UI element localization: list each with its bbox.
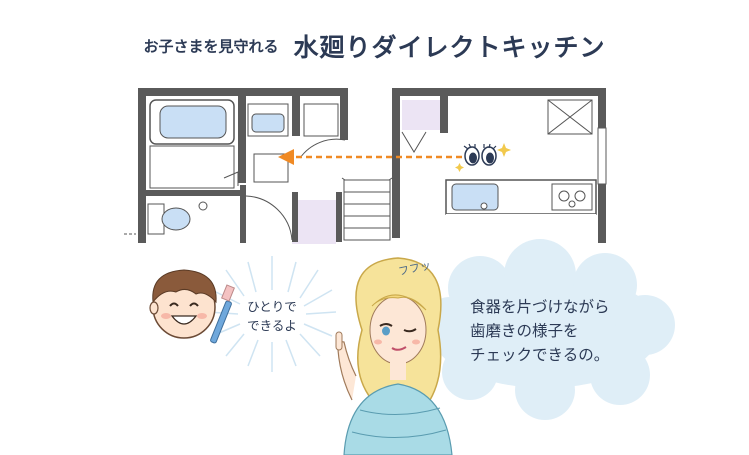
page-subtitle: お子さまを見守れる <box>143 37 279 56</box>
child-speech-line-2: できるよ <box>247 318 297 333</box>
door-swing-1 <box>299 138 346 159</box>
woman-speech-line-1: 食器を片づけながら <box>470 298 610 316</box>
wall-wash <box>292 88 300 136</box>
washing-machine <box>303 103 339 137</box>
toothbrush-icon <box>210 284 235 344</box>
wall-corridor-b <box>392 88 400 238</box>
door-swing-2 <box>245 195 293 241</box>
sunburst <box>207 256 337 372</box>
bath-door <box>223 171 239 186</box>
bath-floor <box>149 145 235 189</box>
bathtub-basin <box>159 105 227 139</box>
page-title-row: お子さまを見守れる 水廻りダイレクトキッチン <box>0 28 749 64</box>
fridge-cross-b <box>547 99 593 135</box>
window-right <box>597 127 607 185</box>
wall-toilet-right <box>240 185 246 243</box>
stove <box>551 183 593 211</box>
kitchen-floor <box>446 214 596 242</box>
wall-left <box>138 88 146 243</box>
wall-hall <box>292 192 298 242</box>
wall-bath <box>238 88 246 183</box>
toilet-bowl <box>161 207 191 231</box>
page-title: 水廻りダイレクトキッチン <box>293 33 606 62</box>
floor-plan <box>124 88 607 244</box>
woman-figure <box>335 257 453 455</box>
closet-floor <box>402 100 440 130</box>
child-speech-line-1: ひとりで <box>247 299 297 314</box>
child-speech: ひとりで できるよ <box>232 297 312 335</box>
closet-door <box>401 131 427 153</box>
child-face <box>149 269 217 339</box>
wall-hall-b <box>336 192 342 242</box>
burner-1 <box>558 190 570 202</box>
burner-3 <box>568 200 576 208</box>
woman-speech-line-2: 歯磨きの様子を <box>470 322 579 340</box>
hall-floor <box>292 200 336 244</box>
eyes-icon <box>455 143 511 172</box>
woman-speech: 食器を片づけながら 歯磨きの様子を チェックできるの。 <box>470 295 680 367</box>
wall-top-right <box>392 88 606 96</box>
wall-toilet-top <box>138 190 243 196</box>
washbasin <box>251 113 285 133</box>
toilet-paper <box>198 201 208 211</box>
arrowhead-icon <box>278 149 294 165</box>
wall-corridor-a <box>340 88 348 140</box>
burner-2 <box>574 190 586 202</box>
staircase <box>343 179 391 241</box>
sink-drain <box>480 202 488 210</box>
woman-speech-line-3: チェックできるの。 <box>470 346 610 364</box>
kitchen-sink <box>451 183 499 211</box>
wall-kitchen-a <box>440 88 448 133</box>
